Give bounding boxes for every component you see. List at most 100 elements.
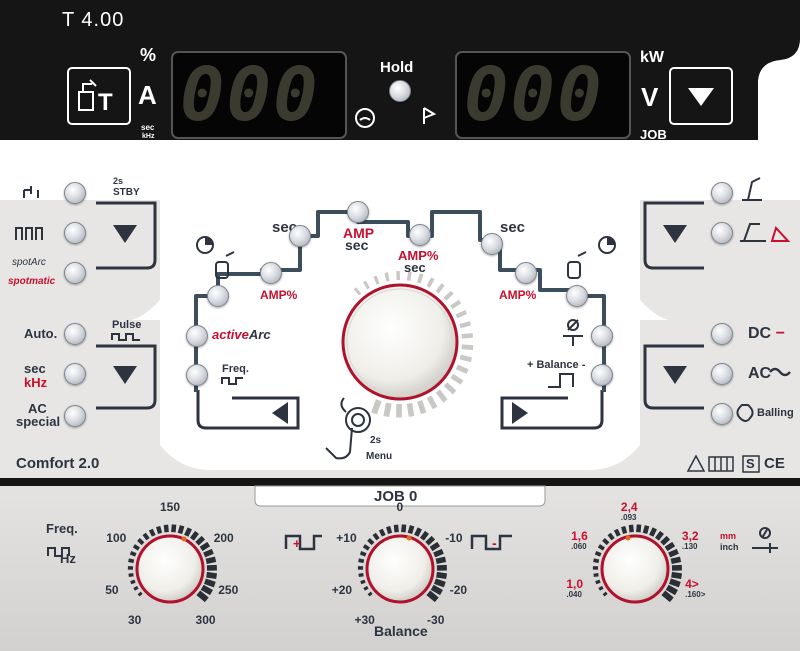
scale-tick	[137, 537, 145, 546]
scale-tick	[367, 537, 375, 546]
scale-tick	[461, 344, 474, 350]
scale-tick	[184, 527, 192, 537]
s-mark-footer: S	[746, 456, 755, 471]
electrode-led	[711, 182, 733, 204]
activarc-led	[186, 325, 208, 347]
hz-knob-label: Hz	[60, 551, 76, 566]
gouging-icon	[740, 223, 766, 242]
svg-text:T: T	[98, 89, 113, 116]
scale-tick	[196, 590, 209, 603]
balling-led	[711, 403, 733, 425]
scale-tick	[358, 558, 365, 564]
scale-tick	[425, 535, 436, 546]
wire-knob[interactable]	[600, 534, 670, 604]
tig-mode-icon	[78, 79, 97, 111]
sec-label-left: sec	[24, 361, 46, 376]
scale-tick	[613, 528, 621, 537]
mode-button[interactable]	[68, 68, 130, 124]
scale-tick	[148, 528, 156, 537]
main-knob[interactable]	[341, 283, 459, 401]
balance-scale-label: +10	[336, 531, 357, 545]
scale-tick	[642, 525, 650, 534]
balling-icon	[736, 404, 754, 422]
electrode-icon	[742, 177, 762, 201]
balance-minus-label: -	[492, 535, 497, 551]
comfort-label: Comfort 2.0	[16, 455, 100, 472]
scale-tick	[419, 530, 429, 541]
right-lower-select-button[interactable]	[645, 346, 705, 409]
upslope-led	[289, 225, 311, 247]
end-current-led	[515, 262, 537, 284]
scale-tick	[171, 524, 177, 533]
freq-auto-label: Freq.	[552, 150, 577, 161]
s-mark-top: S	[313, 153, 322, 168]
freq-scale-label: 300	[195, 612, 216, 627]
freq-knob[interactable]	[135, 534, 205, 604]
scale-tick	[416, 399, 427, 415]
pulse-label: Pulse	[112, 319, 142, 331]
scale-tick	[206, 571, 218, 580]
scale-tick	[433, 578, 446, 588]
sec-mid-label: sec	[404, 260, 426, 275]
scale-tick	[430, 584, 443, 596]
scale-tick	[455, 310, 468, 319]
scale-tick	[455, 364, 469, 374]
gas-postflow-led	[566, 285, 588, 307]
2t-icon	[23, 186, 39, 198]
ampp-mid-label: AMP%	[398, 248, 439, 263]
scale-tick	[435, 556, 447, 564]
left-display: 000	[180, 52, 320, 138]
scale-tick	[459, 354, 472, 363]
scale-tick	[426, 590, 439, 603]
scale-tick	[593, 573, 599, 578]
pulse-icon	[111, 333, 140, 341]
right-select-button[interactable]	[670, 68, 732, 124]
wire-diameter-led	[591, 325, 613, 347]
balance-knob[interactable]	[365, 534, 435, 604]
sequence-left-button[interactable]	[232, 398, 298, 428]
freq-scale-label: 200	[213, 531, 234, 545]
scale-tick	[436, 571, 448, 580]
special-label: special	[16, 414, 61, 429]
scale-tick	[654, 530, 664, 541]
scale-tick	[132, 544, 140, 551]
scale-tick	[363, 585, 369, 591]
scale-tick	[416, 273, 424, 284]
freq-knob-pulse-icon	[47, 547, 70, 557]
scale-tick	[363, 280, 370, 290]
scale-tick	[660, 535, 671, 546]
freq-scale-label: 150	[160, 500, 181, 514]
left-lower-select-button[interactable]	[96, 346, 156, 409]
footer-certification-icons	[686, 454, 760, 473]
secondary-current-led	[409, 224, 431, 246]
balance-scale-label: -30	[427, 612, 445, 627]
vrd-label: VRD	[386, 155, 410, 167]
scale-tick	[203, 548, 214, 558]
ce-mark: CE	[764, 455, 785, 472]
balance-scale-label: 0	[396, 500, 404, 514]
scale-tick	[203, 578, 216, 588]
scale-tick	[668, 548, 679, 558]
scale-tick	[378, 528, 386, 537]
scale-tick	[435, 389, 448, 403]
scale-tick	[607, 532, 615, 541]
right-top-arrow-icon	[688, 88, 714, 106]
sequence-right-button[interactable]	[502, 398, 568, 428]
balance-led	[591, 364, 613, 386]
spot-led	[64, 262, 86, 284]
scale-tick	[671, 571, 683, 580]
scale-tick	[429, 541, 441, 552]
amp-top-label: AMP	[343, 225, 375, 241]
right-upper-select-button[interactable]	[645, 203, 705, 269]
hand-menu-icon	[325, 397, 371, 460]
amp-right-label: AMP%	[499, 288, 537, 302]
scale-tick	[130, 579, 136, 585]
ac-special-led	[64, 405, 86, 427]
balance-seq-label: + Balance -	[527, 359, 586, 371]
right-upper-down-arrow-icon	[663, 225, 687, 243]
balance-minus-icon	[470, 534, 512, 551]
ac-led	[711, 363, 733, 385]
left-upper-select-button[interactable]	[96, 203, 156, 269]
scale-tick	[359, 551, 367, 557]
stby-2s-label: 2s	[113, 176, 124, 186]
